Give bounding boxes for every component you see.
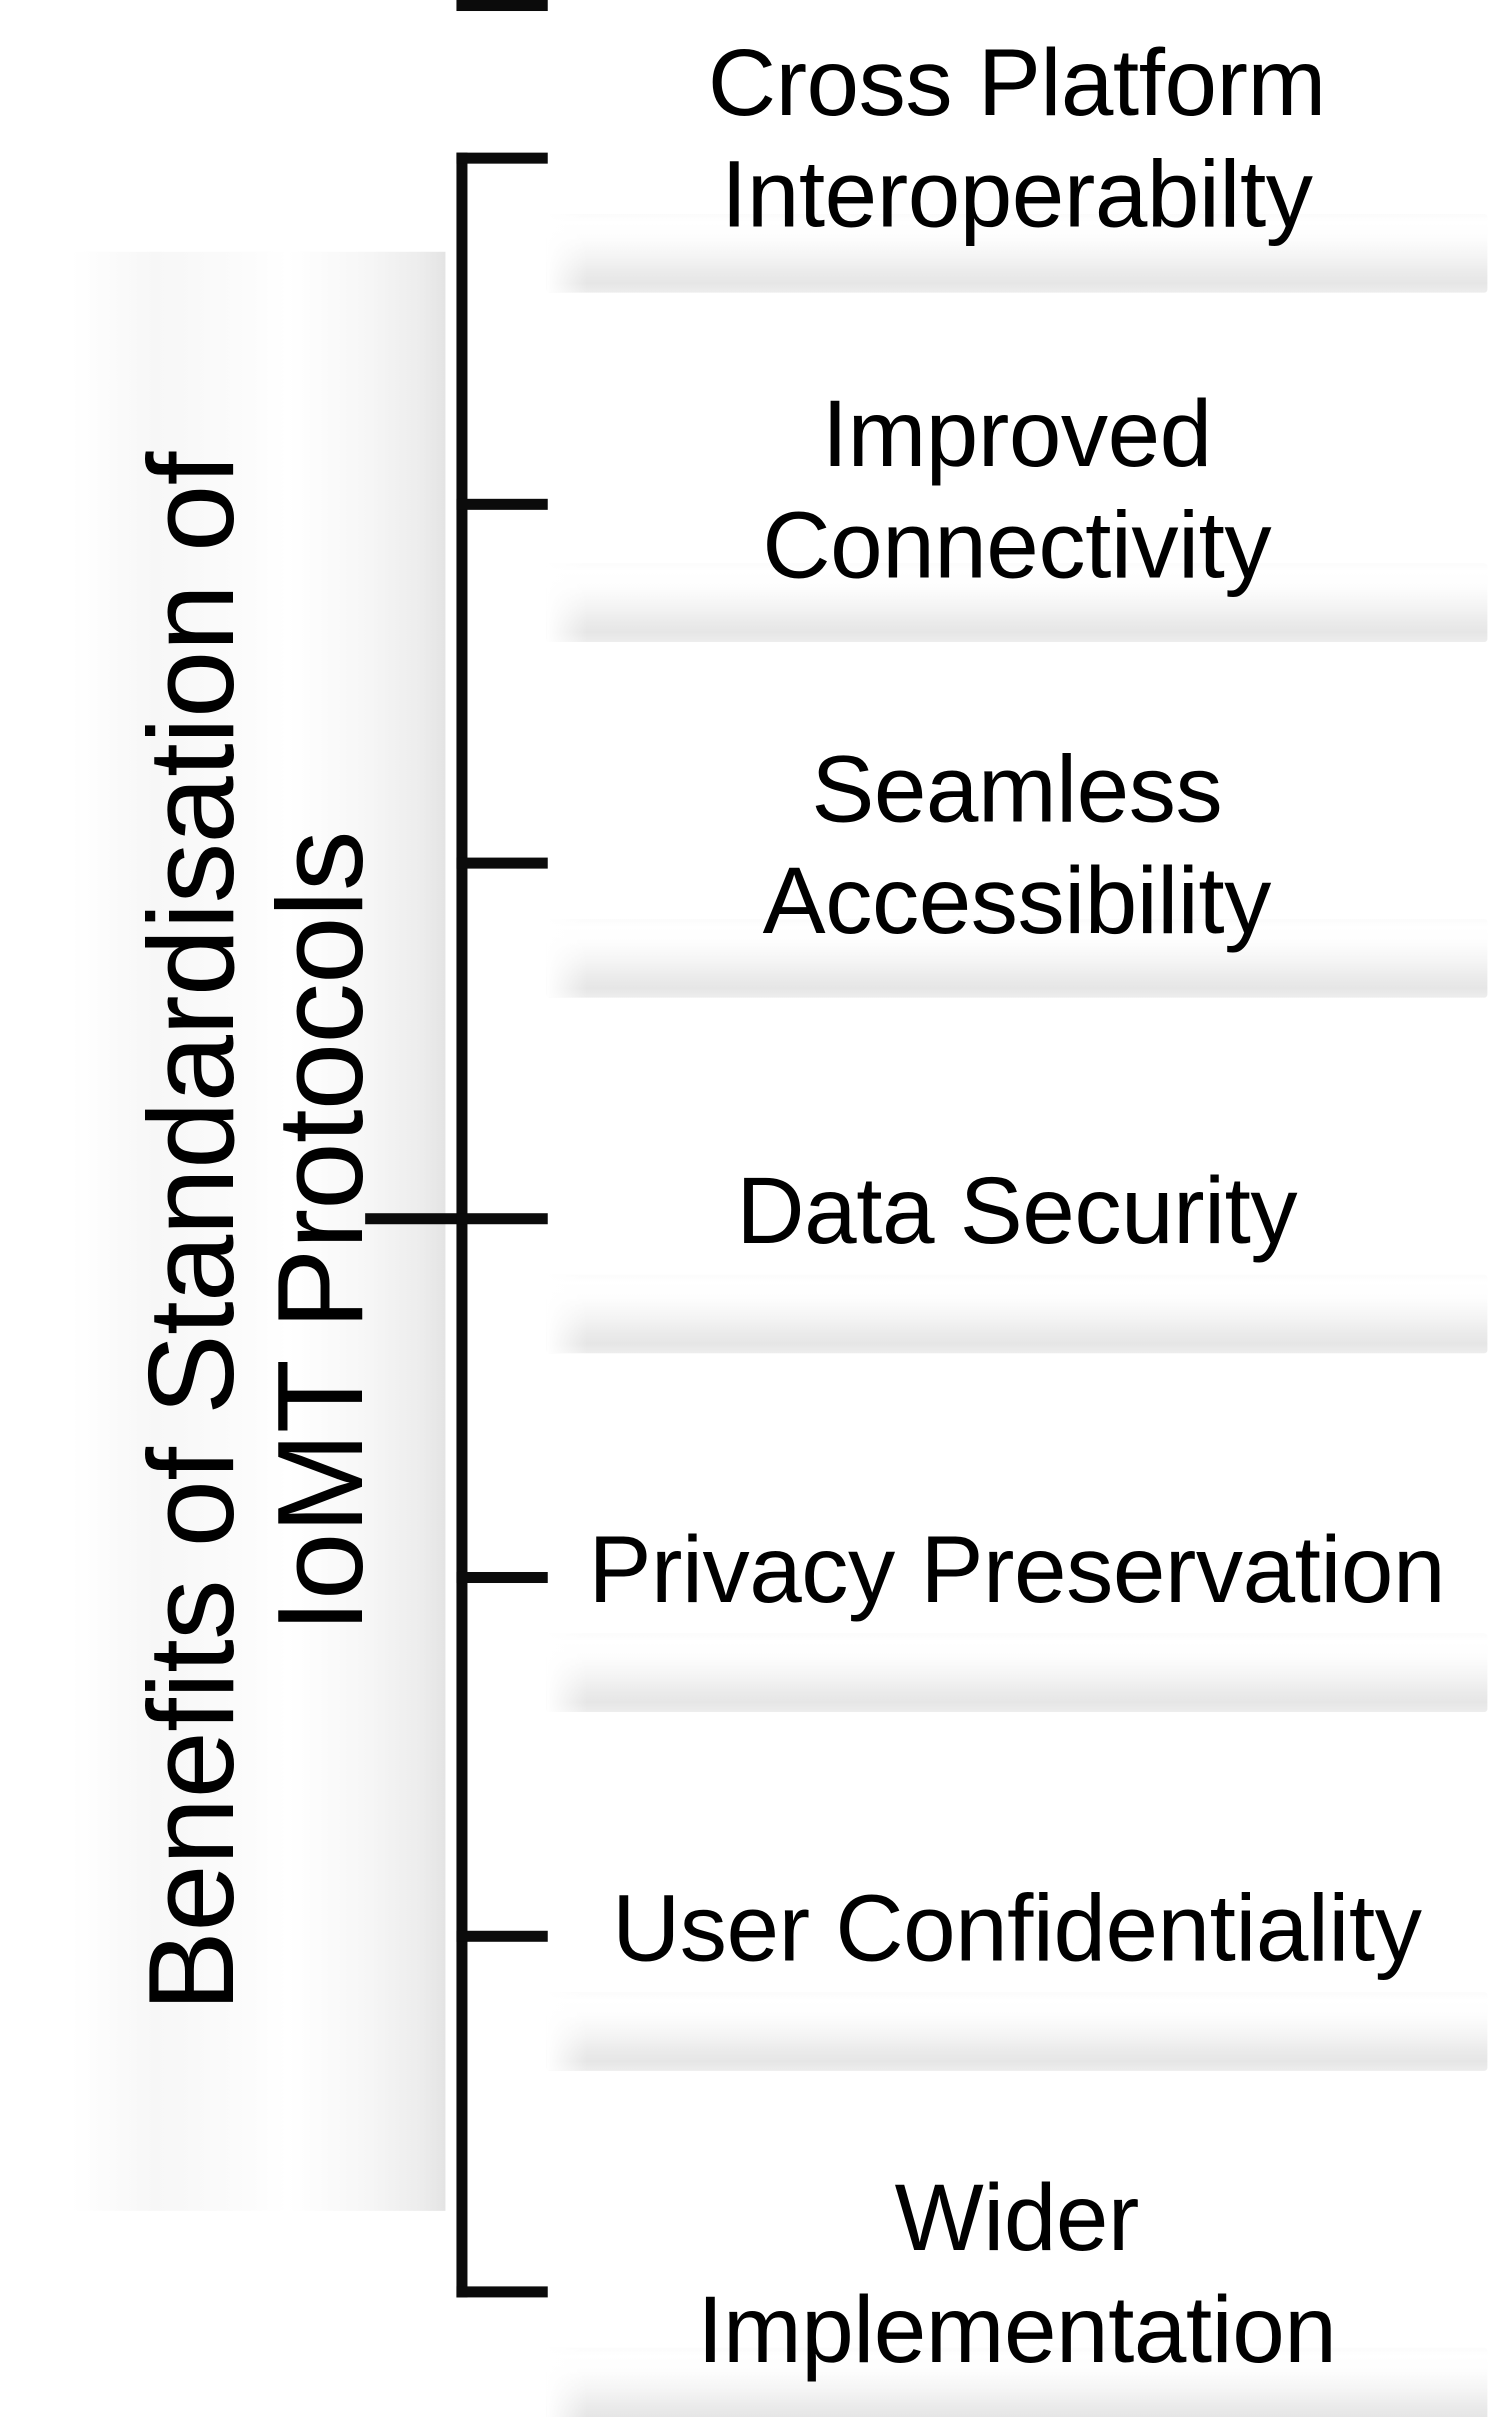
connector-stub-3 [456, 857, 548, 869]
root-node-label-line2: IoMT Protocols [253, 830, 389, 1633]
branch-label-1-line2: Interoperabilty [721, 141, 1313, 247]
connector-stub-4 [456, 1213, 548, 1225]
branch-label-3-line2: Accessibility [762, 847, 1272, 954]
branch-label-4-line1: Data Security [736, 1158, 1298, 1264]
branch-label-7: Wider Implementation [546, 2164, 1487, 2387]
branch-label-7-line1: Wider [894, 2165, 1140, 2271]
branch-box-5 [546, 1633, 1488, 1713]
branch-label-1-line1: Cross Platform [707, 29, 1326, 136]
branch-box-6 [546, 1992, 1488, 2071]
branch-label-5-line1: Privacy Preservation [588, 1516, 1446, 1623]
branch-box-3 [546, 918, 1488, 998]
connector-stub-7 [456, 2286, 548, 2298]
branch-label-2-line2: Connectivity [762, 492, 1272, 598]
connector-trunk [456, 152, 468, 2298]
branch-label-4: Data Security [546, 1157, 1487, 1268]
root-node-box: Benefits of Standardisation of IoMT Prot… [70, 251, 446, 2211]
branch-box-7 [546, 2347, 1488, 2417]
root-node-label-wrapper: Benefits of Standardisation of IoMT Prot… [71, 252, 446, 2211]
connector-stub-5 [456, 1571, 548, 1584]
branch-label-2: Improved Connectivity [546, 379, 1487, 602]
connector-stub-1 [456, 152, 548, 164]
root-connector-stem [365, 1213, 463, 1225]
branch-box-4 [546, 1274, 1488, 1354]
branch-label-6: User Confidentiality [546, 1874, 1487, 1985]
connector-stub-placeholder [456, 0, 548, 12]
root-node-label-line1: Benefits of Standardisation of [124, 451, 261, 2011]
branch-box-1 [546, 214, 1488, 293]
branch-label-2-line1: Improved [821, 380, 1212, 487]
root-node-label: Benefits of Standardisation of IoMT Prot… [124, 451, 389, 2011]
branch-box-2 [546, 563, 1488, 643]
connector-stub-2 [456, 498, 548, 510]
branch-label-1: Cross Platform Interoperabilty [546, 28, 1487, 251]
branch-label-3: Seamless Accessibility [546, 735, 1487, 958]
branch-label-3-line1: Seamless [811, 736, 1223, 842]
branch-label-7-line2: Implementation [697, 2276, 1337, 2383]
branch-label-6-line1: User Confidentiality [612, 1875, 1422, 1982]
connector-stub-6 [456, 1930, 548, 1942]
branch-label-5: Privacy Preservation [546, 1515, 1487, 1626]
